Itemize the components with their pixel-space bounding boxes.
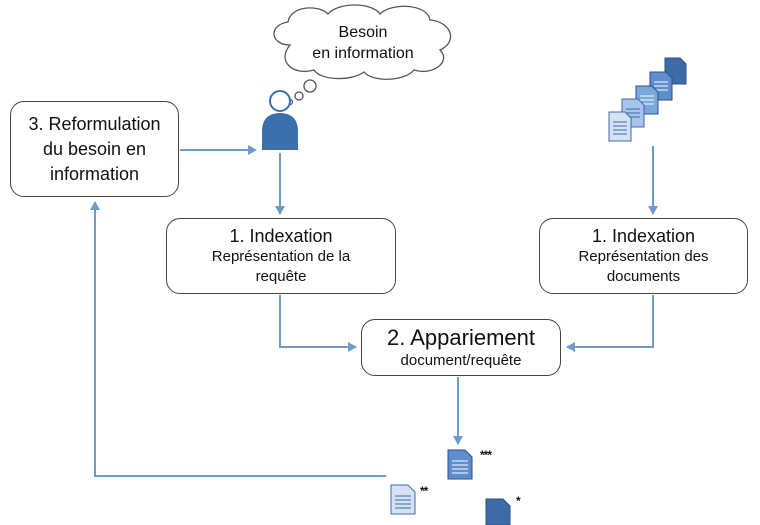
result-rank-1-stars: *** (480, 448, 492, 462)
arrow-results-to-reformulation (90, 201, 386, 477)
reformulation-line-2: du besoin en (42, 138, 147, 159)
thought-cloud-text: Besoin en information (288, 22, 438, 64)
result-document-rank-1-icon (447, 449, 473, 480)
reformulation-box: 3. Reformulation du besoin en informatio… (10, 101, 179, 197)
document-collection-icon (608, 57, 687, 142)
result-document-rank-2-icon (390, 484, 416, 515)
thought-bubble-medium (294, 91, 304, 101)
reformulation-line-1: 3. Reformulation (28, 113, 161, 134)
reformulation-line-3: information (49, 163, 140, 184)
indexation-documents-sub-1: Représentation des (578, 248, 709, 265)
result-rank-3-stars: * (516, 494, 521, 508)
indexation-query-sub-1: Représentation de la (211, 248, 351, 265)
arrow-indexation-query-to-matching (279, 295, 357, 352)
matching-sub: document/requête (400, 351, 522, 369)
indexation-query-box: 1. Indexation Représentation de la requê… (166, 218, 396, 294)
thought-line-1: Besoin (338, 24, 388, 41)
result-document-rank-3-icon (485, 498, 511, 525)
arrow-indexation-docs-to-matching (566, 295, 654, 352)
indexation-documents-title: 1. Indexation (591, 226, 696, 246)
user-icon (262, 90, 298, 150)
thought-line-2: en information (312, 45, 414, 62)
document-icon-1 (608, 111, 632, 142)
thought-bubble-large (303, 79, 317, 93)
indexation-documents-sub-2: documents (606, 268, 681, 285)
matching-box: 2. Appariement document/requête (361, 319, 561, 376)
result-rank-2-stars: ** (420, 484, 428, 498)
indexation-query-title: 1. Indexation (229, 226, 333, 246)
indexation-documents-box: 1. Indexation Représentation des documen… (539, 218, 748, 294)
matching-title: 2. Appariement (387, 324, 535, 350)
indexation-query-sub-2: requête (255, 268, 307, 285)
